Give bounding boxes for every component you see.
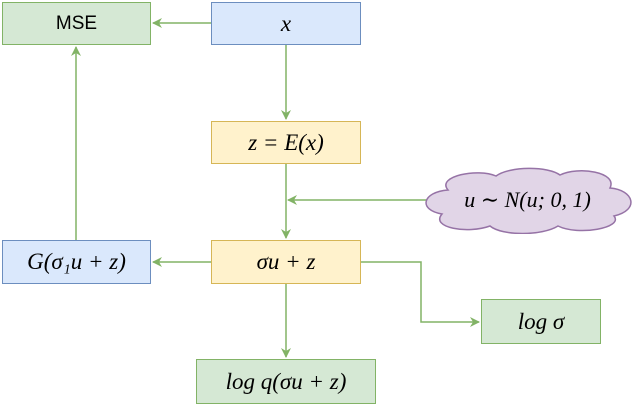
encoder-node[interactable]: z = E(x) (211, 121, 361, 164)
cloud-shape (425, 167, 632, 234)
input-x-node[interactable]: x (211, 2, 361, 45)
log-sigma-label: log σ (517, 308, 565, 334)
edge-reparam-to-log-sigma (361, 261, 480, 327)
reparam-node[interactable]: σu + z (211, 240, 361, 284)
generator-node[interactable]: G(σ₁u + z) (2, 240, 151, 284)
noise-cloud-node[interactable]: u ∼ N(u; 0, 1) (418, 166, 637, 234)
mse-node[interactable]: MSE (2, 2, 151, 45)
log-q-node[interactable]: log q(σu + z) (196, 359, 376, 404)
log-q-label: log q(σu + z) (225, 368, 347, 394)
encoder-label: z = E(x) (248, 129, 324, 155)
noise-label: u ∼ N(u; 0, 1) (464, 187, 591, 212)
log-sigma-node[interactable]: log σ (481, 299, 601, 344)
mse-label: MSE (55, 12, 98, 34)
input-x-label: x (280, 10, 292, 36)
reparam-label: σu + z (256, 249, 316, 274)
generator-label: G(σ₁u + z) (27, 249, 126, 274)
